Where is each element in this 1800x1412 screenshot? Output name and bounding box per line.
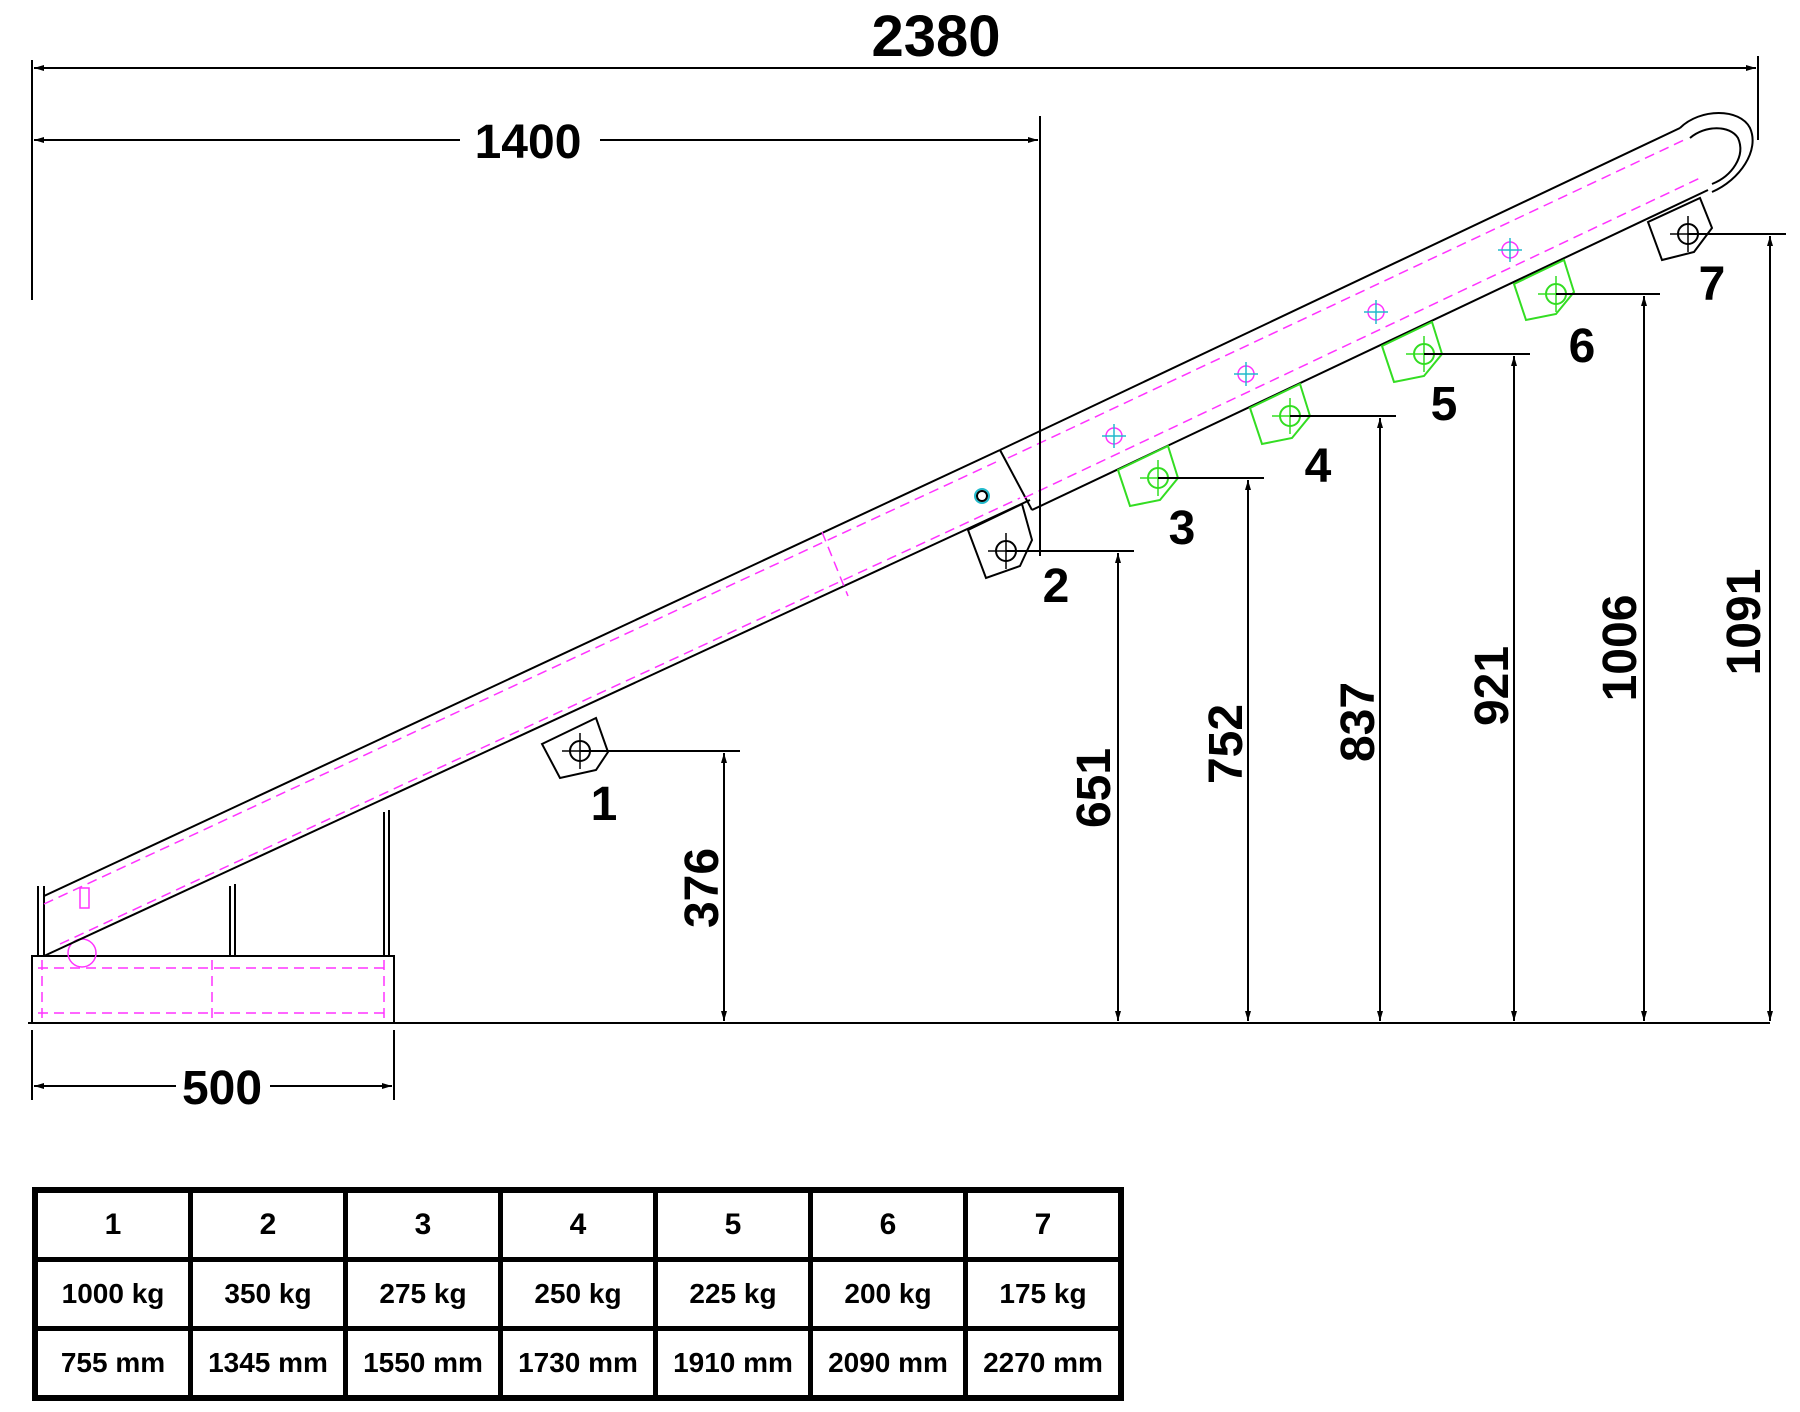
position-label-5: 5 — [1431, 378, 1458, 431]
position-label-2: 2 — [1043, 560, 1070, 613]
lug-2 — [966, 488, 1034, 580]
position-label-1: 1 — [591, 778, 618, 831]
position-label-3: 3 — [1169, 502, 1196, 555]
base-length-label: 500 — [182, 1062, 262, 1115]
table-reach-2: 1345 mm — [188, 1326, 348, 1401]
table-load-7: 175 kg — [963, 1257, 1124, 1331]
table-reach-5: 1910 mm — [653, 1326, 813, 1401]
height-label-4: 837 — [1332, 682, 1385, 762]
table-position-7: 7 — [963, 1187, 1124, 1262]
lug-3 — [1116, 444, 1180, 508]
table-position-5: 5 — [653, 1187, 813, 1262]
table-position-2: 2 — [188, 1187, 348, 1262]
reach-row: 755 mm 1345 mm 1550 mm 1730 mm 1910 mm 2… — [32, 1326, 1124, 1401]
height-label-1: 376 — [676, 848, 729, 928]
load-table: 1 2 3 4 5 6 7 1000 kg 350 kg 275 kg 250 … — [32, 1187, 1124, 1401]
table-reach-7: 2270 mm — [963, 1326, 1124, 1401]
table-position-3: 3 — [343, 1187, 503, 1262]
position-row: 1 2 3 4 5 6 7 — [32, 1187, 1124, 1262]
center-marks — [1102, 238, 1522, 448]
table-reach-4: 1730 mm — [498, 1326, 658, 1401]
table-reach-6: 2090 mm — [808, 1326, 968, 1401]
load-row: 1000 kg 350 kg 275 kg 250 kg 225 kg 200 … — [32, 1257, 1124, 1331]
table-load-6: 200 kg — [808, 1257, 968, 1331]
height-label-3: 752 — [1200, 704, 1253, 784]
height-label-6: 1006 — [1594, 595, 1647, 702]
boom — [43, 112, 1754, 957]
position-label-4: 4 — [1305, 440, 1332, 493]
lug-5 — [1380, 320, 1444, 384]
table-load-2: 350 kg — [188, 1257, 348, 1331]
position-label-6: 6 — [1569, 320, 1596, 373]
table-reach-3: 1550 mm — [343, 1326, 503, 1401]
table-load-5: 225 kg — [653, 1257, 813, 1331]
table-reach-1: 755 mm — [32, 1326, 193, 1401]
lug-4 — [1248, 382, 1312, 446]
position-label-7: 7 — [1699, 258, 1726, 311]
table-position-1: 1 — [32, 1187, 193, 1262]
base-frame — [31, 810, 395, 1024]
table-load-4: 250 kg — [498, 1257, 658, 1331]
dimension-lines — [31, 56, 1759, 1100]
lug-1 — [540, 716, 610, 780]
table-position-4: 4 — [498, 1187, 658, 1262]
total-length-label: 2380 — [871, 4, 1000, 69]
height-dimension-lines — [580, 233, 1786, 1021]
table-load-3: 275 kg — [343, 1257, 503, 1331]
height-label-7: 1091 — [1718, 569, 1771, 676]
height-label-2: 651 — [1068, 748, 1121, 828]
height-label-5: 921 — [1466, 646, 1519, 726]
table-position-6: 6 — [808, 1187, 968, 1262]
second-length-label: 1400 — [475, 116, 582, 169]
table-load-1: 1000 kg — [32, 1257, 193, 1331]
lug-6 — [1512, 258, 1576, 322]
lug-7 — [1646, 196, 1714, 262]
